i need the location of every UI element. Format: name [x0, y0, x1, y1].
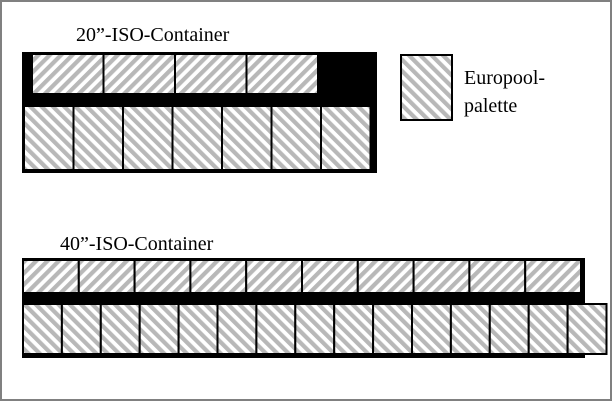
container-20ft: 20”-ISO-Container	[22, 24, 377, 173]
pallet-40ft-bottom	[138, 303, 180, 355]
pallet-40ft-bottom	[255, 303, 297, 355]
legend-label-line2: palette	[464, 95, 517, 117]
legend-label-line1: Europool-	[464, 67, 545, 89]
legend: Europool- palette	[400, 54, 545, 121]
pallet-20ft-top	[102, 53, 176, 95]
legend-pallet-swatch	[400, 54, 453, 121]
pallet-20ft-bottom	[122, 105, 174, 171]
container-20ft-top-row	[31, 53, 319, 95]
container-40ft-label: 40”-ISO-Container	[60, 233, 214, 255]
pallet-20ft-bottom	[320, 105, 372, 171]
pallet-40ft-bottom	[372, 303, 414, 355]
pallet-40ft-bottom	[294, 303, 336, 355]
pallet-20ft-top	[31, 53, 105, 95]
pallet-20ft-bottom	[171, 105, 223, 171]
container-20ft-bottom-row	[23, 105, 372, 171]
pallet-20ft-bottom	[270, 105, 322, 171]
pallet-40ft-bottom	[99, 303, 141, 355]
pallet-20ft-bottom	[72, 105, 124, 171]
pallet-40ft-top	[133, 259, 192, 294]
pallet-40ft-top	[468, 259, 527, 294]
pallet-20ft-top	[174, 53, 248, 95]
pallet-40ft-bottom	[411, 303, 452, 355]
pallet-40ft-bottom	[527, 303, 569, 355]
pallet-40ft-bottom	[449, 303, 491, 355]
pallet-20ft-top	[245, 53, 319, 95]
pallet-40ft-bottom	[177, 303, 219, 355]
pallet-40ft-top	[245, 259, 303, 294]
pallet-40ft-top	[77, 259, 136, 294]
pallet-40ft-bottom	[566, 303, 608, 355]
pallet-40ft-top	[412, 259, 471, 294]
pallet-40ft-bottom	[333, 303, 375, 355]
pallet-20ft-bottom	[23, 105, 75, 171]
pallet-40ft-top	[301, 259, 359, 294]
container-40ft-top-row	[22, 259, 583, 294]
pallet-40ft-top	[356, 259, 415, 294]
container-40ft-bottom-row	[22, 303, 608, 355]
container-40ft: 40”-ISO-Container	[22, 233, 608, 358]
pallet-40ft-bottom	[488, 303, 530, 355]
pallet-20ft-bottom	[221, 105, 273, 171]
pallet-40ft-bottom	[216, 303, 258, 355]
pallet-40ft-top	[189, 259, 248, 294]
container-20ft-label: 20”-ISO-Container	[76, 24, 230, 46]
pallet-40ft-top	[22, 259, 80, 294]
pallet-40ft-bottom	[60, 303, 102, 355]
pallet-40ft-top	[524, 259, 583, 294]
pallet-40ft-bottom	[22, 303, 63, 355]
